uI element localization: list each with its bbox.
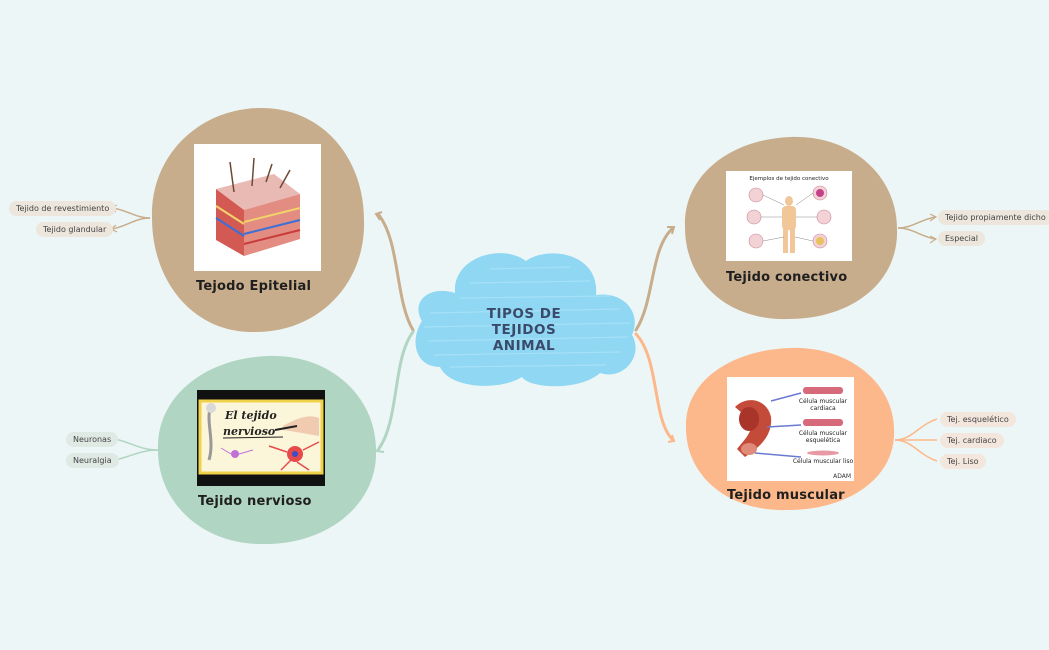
- muscular-image: Célula muscular cardiaca Célula muscular…: [727, 377, 854, 481]
- nervioso-image-text-1: El tejido: [224, 409, 277, 422]
- muscular-caption-4: esquelética: [806, 437, 841, 444]
- leaf-muscular-2[interactable]: Tej. cardiaco: [940, 433, 1004, 448]
- muscular-caption-3: Célula muscular: [799, 430, 848, 437]
- leaf-conectivo-1[interactable]: Tejido propiamente dicho: [938, 210, 1049, 225]
- leaf-nervioso-1[interactable]: Neuronas: [66, 432, 119, 447]
- central-title: TIPOS DE TEJIDOS ANIMAL: [462, 306, 586, 354]
- epitelial-image: [194, 144, 321, 271]
- connector-muscular: [634, 332, 675, 442]
- leaf-nervioso-2[interactable]: Neuralgia: [66, 453, 119, 468]
- nervioso-image: El tejido nervioso: [197, 390, 325, 486]
- leaf-epitelial-1[interactable]: Tejido de revestimiento: [9, 201, 117, 216]
- node-epitelial-title[interactable]: Tejodo Epitelial: [196, 279, 312, 294]
- muscular-caption-5: Célula muscular liso: [793, 458, 854, 465]
- muscular-caption-1: Célula muscular: [799, 398, 848, 405]
- nervioso-image-text-2: nervioso: [223, 425, 275, 438]
- conectivo-image: Ejemplos de tejido conectivo: [726, 171, 852, 261]
- node-nervioso-title[interactable]: Tejido nervioso: [198, 494, 312, 509]
- connector-conectivo: [634, 226, 675, 332]
- central-title-line-3: ANIMAL: [492, 338, 556, 354]
- node-muscular-title[interactable]: Tejido muscular: [727, 488, 845, 503]
- leaf-muscular-1[interactable]: Tej. esquelético: [940, 412, 1016, 427]
- central-title-line-1: TIPOS DE: [486, 306, 562, 322]
- connector-nervioso: [376, 330, 415, 452]
- central-title-line-2: TEJIDOS: [491, 322, 557, 338]
- node-conectivo-title[interactable]: Tejido conectivo: [726, 270, 848, 285]
- central-cloud[interactable]: [410, 243, 642, 389]
- leaf-conectivo-2[interactable]: Especial: [938, 231, 985, 246]
- muscular-caption-2: cardiaca: [810, 405, 836, 412]
- leaf-epitelial-2[interactable]: Tejido glandular: [36, 222, 114, 237]
- conectivo-image-title: Ejemplos de tejido conectivo: [749, 176, 829, 182]
- leaf-muscular-3[interactable]: Tej. Liso: [940, 454, 986, 469]
- muscular-image-logo: ADAM: [833, 473, 851, 480]
- connector-epitelial: [376, 212, 415, 332]
